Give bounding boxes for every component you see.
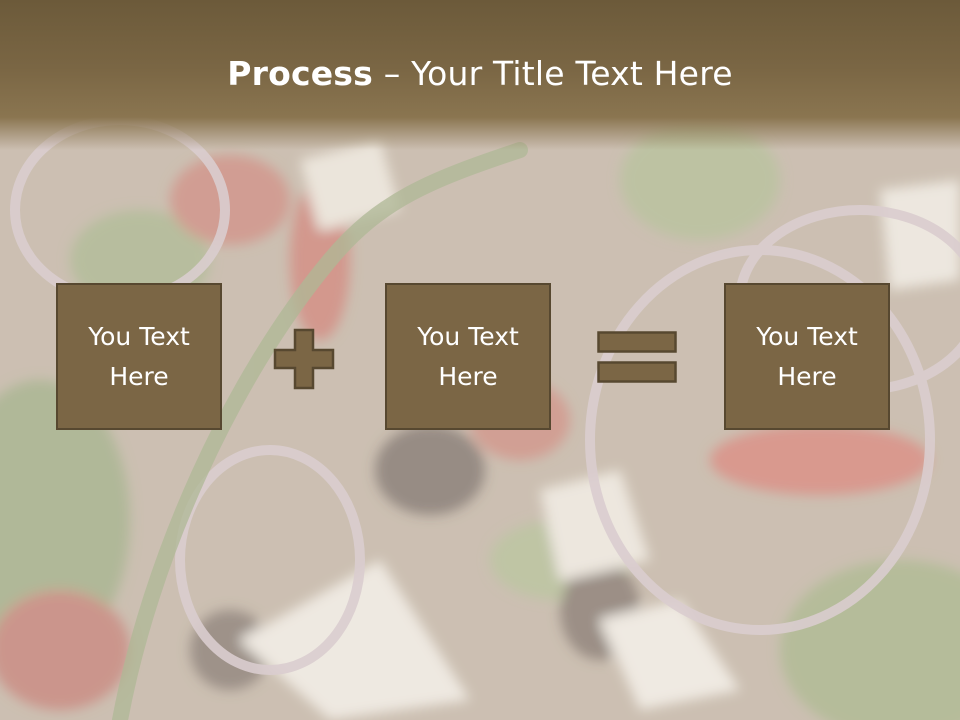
plus-icon: [273, 328, 335, 390]
process-box-2[interactable]: You Text Here: [385, 283, 551, 430]
title-text: Your Title Text Here: [411, 54, 733, 93]
process-box-label: You Text Here: [88, 321, 190, 391]
slide-title[interactable]: Process – Your Title Text Here: [0, 52, 960, 96]
process-box-label: You Text Here: [417, 321, 519, 391]
process-box-label: You Text Here: [756, 321, 858, 391]
title-separator: –: [373, 54, 412, 93]
equals-icon: [597, 331, 677, 383]
title-bold: Process: [227, 54, 373, 93]
title-header-band: [0, 0, 960, 150]
process-box-3[interactable]: You Text Here: [724, 283, 890, 430]
process-box-1[interactable]: You Text Here: [56, 283, 222, 430]
